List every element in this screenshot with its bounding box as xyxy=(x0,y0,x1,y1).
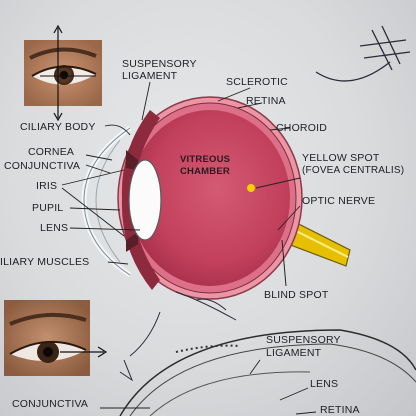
eye-photo-bottom xyxy=(4,300,90,376)
eye-photo-top xyxy=(24,40,102,106)
label-blind-spot: BLIND SPOT xyxy=(264,289,329,301)
label-suspensory-1: SUSPENSORY xyxy=(122,58,197,70)
label-choroid: CHOROID xyxy=(276,122,327,134)
label-cornea: CORNEA xyxy=(28,146,75,158)
label-yellow-spot-2: (FOVEA CENTRALIS) xyxy=(302,165,405,176)
label-bottom-conjunctiva: CONJUNCTIVA xyxy=(12,398,89,410)
label-optic-nerve: OPTIC NERVE xyxy=(302,195,376,207)
label-bottom-lens: LENS xyxy=(310,378,339,390)
label-iris: IRIS xyxy=(36,180,58,192)
label-ciliary-muscles: ILIARY MUSCLES xyxy=(0,256,90,268)
lens-shape xyxy=(128,159,162,241)
label-bottom-retina: RETINA xyxy=(320,404,360,416)
label-bottom-suspensory-1: SUSPENSORY xyxy=(266,334,341,346)
vitreous-chamber xyxy=(130,110,290,286)
label-sclerotic: SCLEROTIC xyxy=(226,76,288,88)
label-yellow-spot-1: YELLOW SPOT xyxy=(302,152,380,164)
label-vitreous-1: VITREOUS xyxy=(180,154,231,165)
yellow-spot-dot xyxy=(247,184,255,192)
label-vitreous-2: CHAMBER xyxy=(180,166,230,177)
label-bottom-suspensory-2: LIGAMENT xyxy=(266,347,322,359)
label-lens: LENS xyxy=(40,222,69,234)
label-suspensory-2: LIGAMENT xyxy=(122,70,178,82)
label-conjunctiva: CONJUNCTIVA xyxy=(4,160,81,172)
label-pupil: PUPIL xyxy=(32,202,64,214)
label-ciliary-body: CILIARY BODY xyxy=(20,121,96,133)
label-retina: RETINA xyxy=(246,95,286,107)
bottom-eye-diagram xyxy=(100,329,416,416)
